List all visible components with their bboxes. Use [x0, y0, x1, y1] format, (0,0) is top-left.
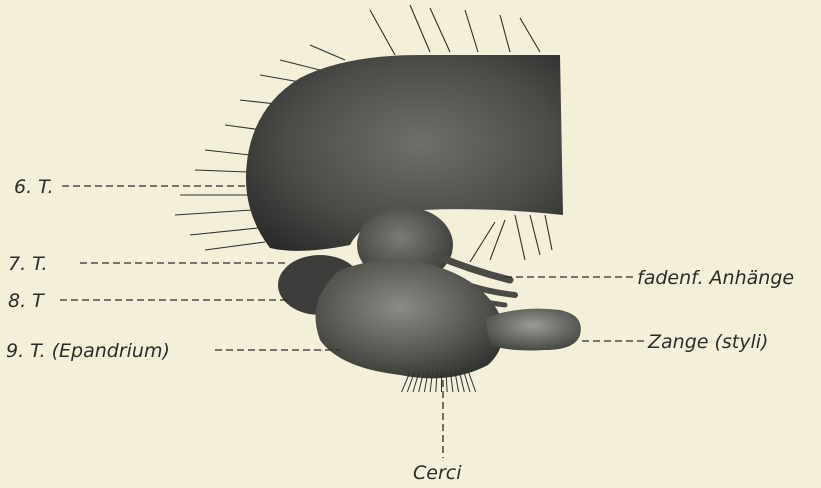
label-claspers: Zange (styli) [647, 331, 768, 353]
specimen-drawing [175, 5, 581, 392]
tergite-9-epandrium [316, 260, 504, 379]
label-cerci: Cerci [413, 462, 462, 484]
label-appendages: fadenf. Anhänge [637, 267, 794, 289]
label-tergite-9: 9. T. (Epandrium) [6, 340, 170, 362]
clasper-styli [485, 309, 581, 351]
label-tergite-6: 6. T. [14, 176, 54, 198]
label-tergite-7: 7. T. [8, 253, 48, 275]
label-tergite-8: 8. T [8, 290, 45, 312]
